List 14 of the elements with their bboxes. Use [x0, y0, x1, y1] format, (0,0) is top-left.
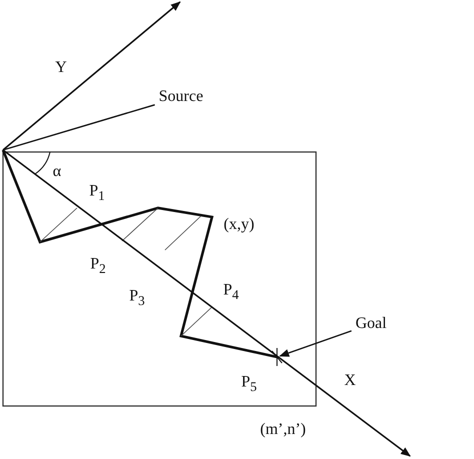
- text-label: Source: [158, 89, 204, 105]
- point-label: P$_{1}$: [89, 184, 105, 202]
- coordinate-label: (x,y): [224, 217, 254, 233]
- axis-label: X: [344, 373, 356, 389]
- point-label: P$_{3}$: [129, 288, 145, 308]
- angle-label: α: [52, 164, 62, 180]
- arrow: [279, 330, 352, 357]
- point-label: P$_{5}$: [241, 374, 257, 394]
- point-label: P$_{4}$: [223, 282, 239, 302]
- text-label: Goal: [355, 316, 387, 332]
- coordinate-label: (m’,n’): [260, 422, 306, 438]
- point-label: P$_{2}$: [90, 256, 106, 276]
- leader-line: [2, 104, 155, 151]
- axis-label: Y: [55, 60, 67, 76]
